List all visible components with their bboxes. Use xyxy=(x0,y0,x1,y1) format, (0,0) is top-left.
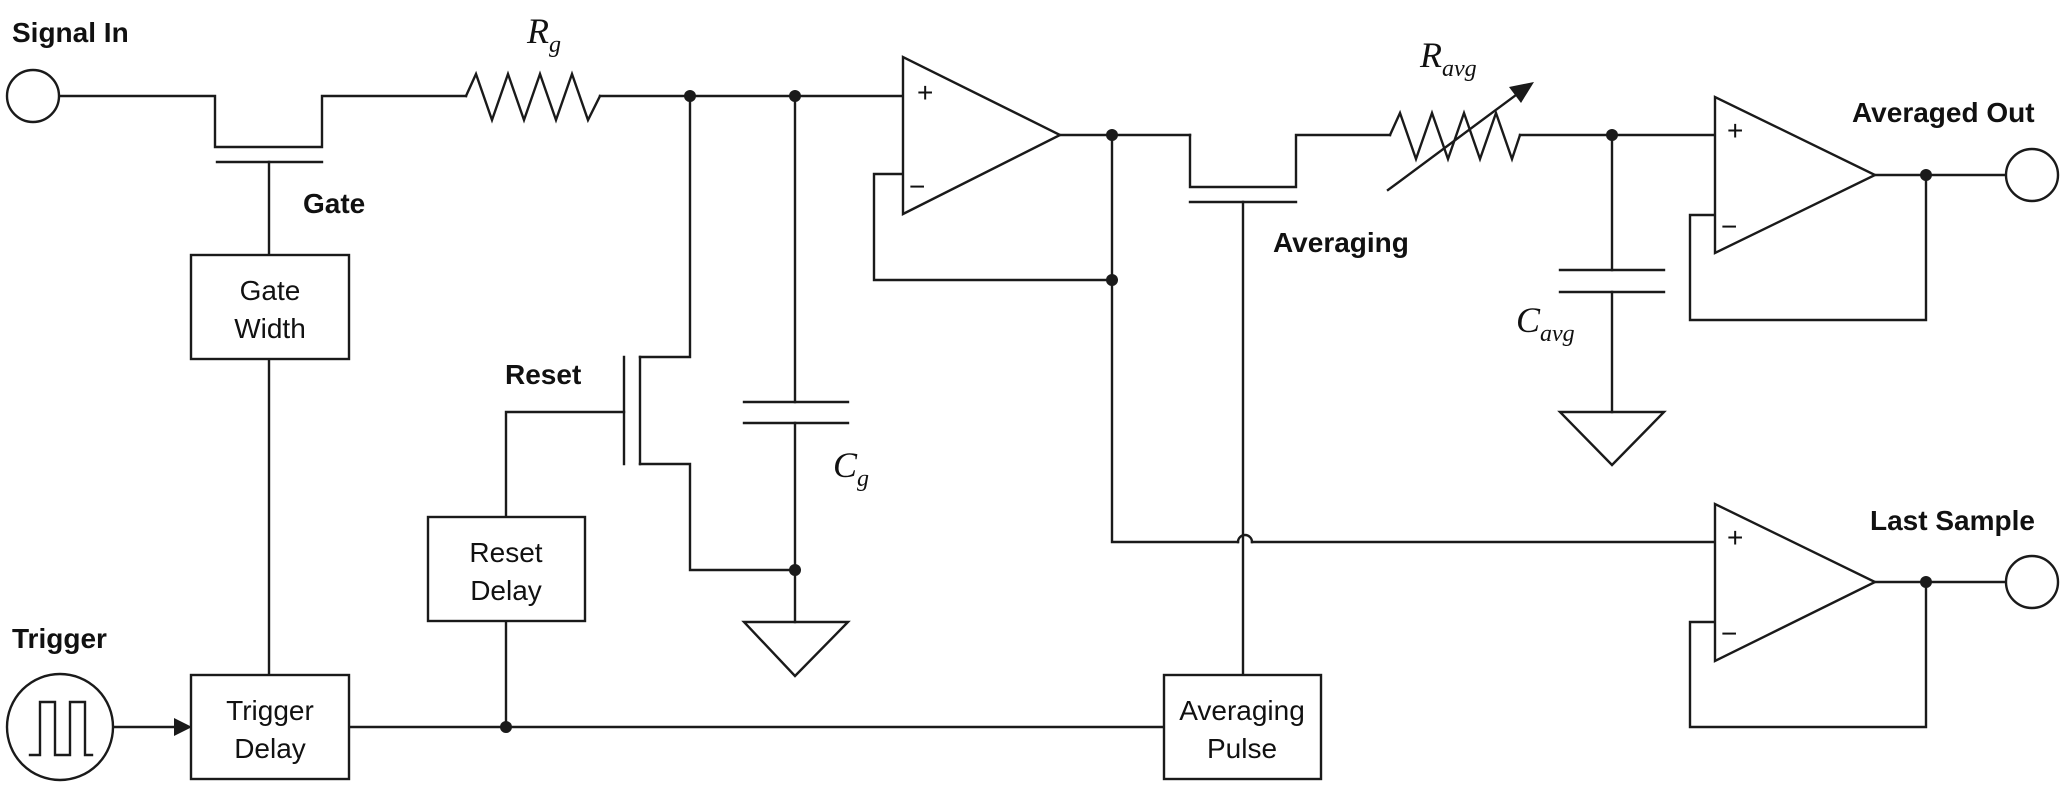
svg-text:Delay: Delay xyxy=(470,575,542,606)
rg-symbol: Rg xyxy=(526,11,561,58)
resistor-ravg xyxy=(1388,109,1522,163)
ground-cavg xyxy=(1557,410,1667,467)
svg-text:Gate: Gate xyxy=(240,275,301,306)
pulse-waveform-icon xyxy=(28,700,94,757)
opamp1-minus: − xyxy=(909,171,925,202)
opamp1-plus: + xyxy=(917,77,933,108)
wires xyxy=(58,94,2007,729)
averaging-label: Averaging xyxy=(1273,227,1409,258)
averaged-out-label: Averaged Out xyxy=(1852,97,2035,128)
signal-in-label: Signal In xyxy=(12,17,129,48)
opamp-integrator xyxy=(901,55,1063,216)
svg-text:Pulse: Pulse xyxy=(1207,733,1277,764)
trigger-label: Trigger xyxy=(12,623,107,654)
junction-dots xyxy=(500,90,1932,733)
opamp3-minus: − xyxy=(1721,618,1737,649)
reset-delay-block: Reset Delay xyxy=(426,515,587,623)
opamp-last-sample-buffer xyxy=(1713,502,1878,663)
opamp-averaged-buffer xyxy=(1713,95,1878,255)
last-sample-terminal xyxy=(2004,554,2060,610)
svg-text:Reset: Reset xyxy=(469,537,542,568)
ground-cg xyxy=(741,620,851,678)
reset-label: Reset xyxy=(505,359,581,390)
opamp2-minus: − xyxy=(1721,211,1737,242)
svg-text:Trigger: Trigger xyxy=(226,695,314,726)
svg-text:Averaging: Averaging xyxy=(1179,695,1305,726)
svg-text:Delay: Delay xyxy=(234,733,306,764)
svg-text:Width: Width xyxy=(234,313,306,344)
averaging-pulse-block: Averaging Pulse xyxy=(1162,673,1323,781)
gate-width-block: Gate Width xyxy=(189,253,351,361)
cavg-symbol: Cavg xyxy=(1516,300,1575,347)
resistor-rg xyxy=(464,70,602,124)
last-sample-label: Last Sample xyxy=(1870,505,2035,536)
averaged-out-terminal xyxy=(2004,147,2060,203)
gate-label: Gate xyxy=(303,188,365,219)
variable-resistor-arrowhead xyxy=(1509,82,1534,103)
variable-resistor-arrow-line xyxy=(1386,90,1522,192)
ravg-symbol: Ravg xyxy=(1419,35,1477,82)
cg-symbol: Cg xyxy=(833,445,869,492)
trigger-arrow xyxy=(174,718,192,736)
trigger-delay-block: Trigger Delay xyxy=(189,673,351,781)
opamp2-plus: + xyxy=(1727,115,1743,146)
opamp3-plus: + xyxy=(1727,522,1743,553)
signal-in-terminal xyxy=(5,68,61,124)
trigger-source xyxy=(5,672,115,782)
